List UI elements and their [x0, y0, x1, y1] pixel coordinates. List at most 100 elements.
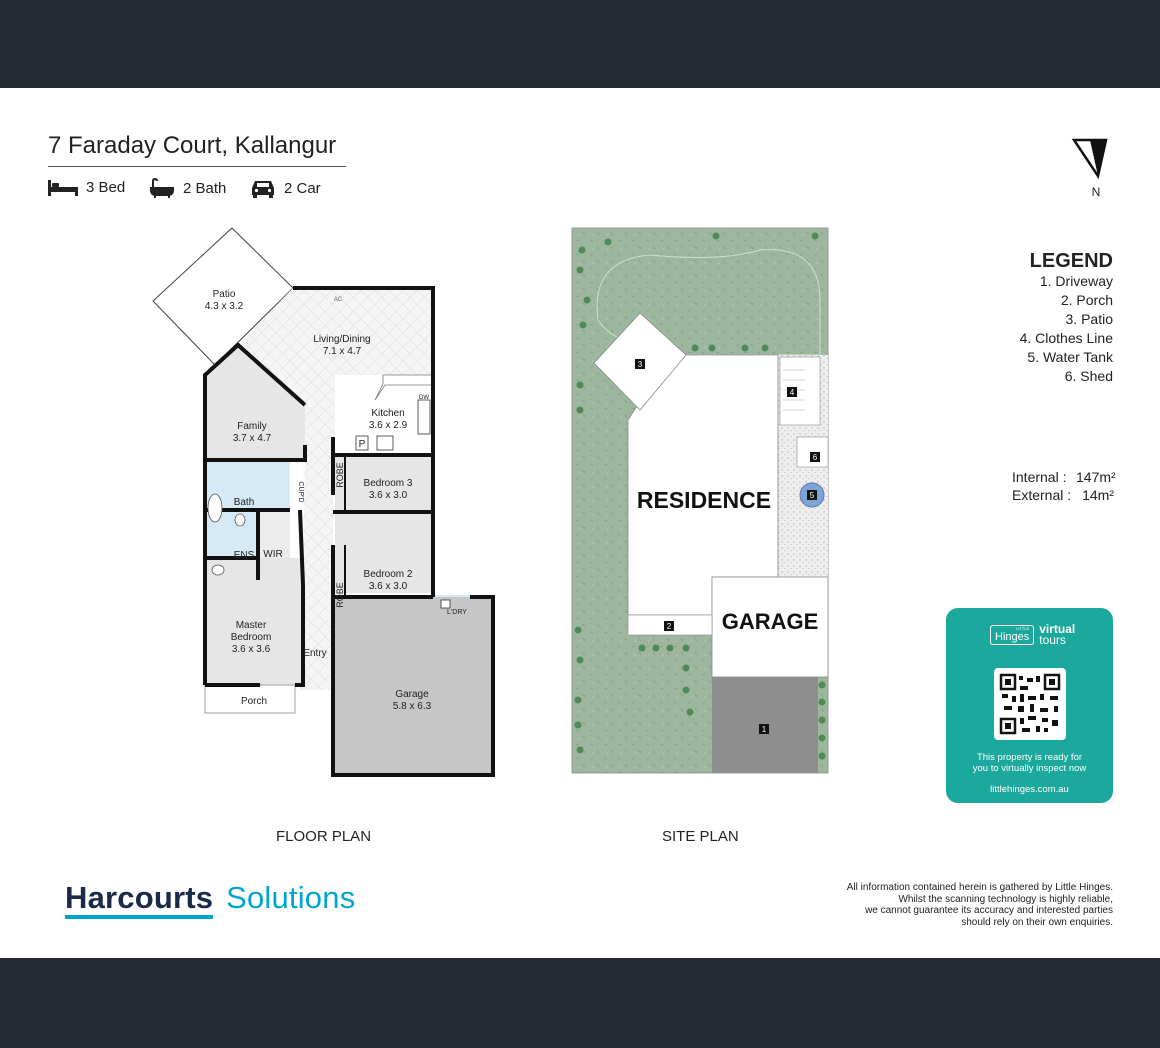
legend-item: 2. Porch	[1060, 292, 1113, 308]
marker-3	[635, 359, 645, 369]
bath-label: Bath	[234, 497, 255, 508]
legend: LEGEND 1. Driveway 2. Porch 3. Patio 4. …	[1020, 250, 1113, 386]
pantry-box	[355, 435, 369, 451]
marker-6-label: 6	[813, 453, 818, 462]
floor-plan-caption: FLOOR PLAN	[276, 828, 372, 845]
garage-room	[333, 597, 493, 775]
toilet-icon	[234, 513, 246, 527]
marker-5	[807, 490, 817, 500]
robe-label-bed3: ROBE	[335, 462, 345, 488]
external-value: 14m²	[1082, 487, 1114, 503]
marker-2-label: 2	[667, 622, 672, 631]
legend-item: 1. Driveway	[1039, 273, 1113, 289]
disclaimer-line: Whilst the scanning technology is highly…	[898, 893, 1113, 905]
entry-label: Entry	[303, 648, 326, 659]
bedroom2-size: 3.6 x 3.0	[369, 581, 408, 592]
shrubs	[574, 232, 826, 760]
residence-label: RESIDENCE	[637, 487, 771, 513]
feature-car: 2 Car	[250, 178, 321, 198]
marker-5-label: 5	[810, 491, 815, 500]
laundry-tub-icon	[440, 599, 451, 609]
tour-line-2: you to virtually inspect now	[972, 763, 1087, 774]
clothes-line-area	[779, 356, 821, 426]
virtual-tour-card[interactable]: LITTLE Hinges virtual tours This propert…	[946, 608, 1113, 803]
site-plan-caption: SITE PLAN	[662, 828, 739, 845]
kitchen-size: 3.6 x 2.9	[369, 420, 408, 431]
disclaimer-line: All information contained herein is gath…	[846, 882, 1113, 893]
tour-line-1: This property is ready for	[976, 752, 1083, 763]
legend-item: 3. Patio	[1065, 311, 1113, 327]
tour-url-link[interactable]: littlehinges.com.au	[990, 784, 1069, 795]
porch-label: Porch	[241, 696, 267, 707]
cooktop-icon	[376, 435, 394, 451]
master-size: 3.6 x 3.6	[232, 644, 271, 655]
ens-label: ENS	[234, 550, 255, 561]
laundry-label: L'DRY	[447, 609, 467, 616]
site-plan: RESIDENCE GARAGE 1 2 3 4 5 6	[571, 227, 829, 774]
ac-label: AC	[334, 297, 343, 303]
property-address: 7 Faraday Court, Kallangur	[48, 132, 337, 159]
feature-bath: 2 Bath	[149, 178, 226, 198]
bathtub-icon	[207, 493, 223, 523]
wir-label: WIR	[263, 549, 282, 560]
bedroom3-label: Bedroom 3	[364, 478, 413, 489]
pantry-label: P	[359, 439, 366, 450]
internal-value: 147m²	[1076, 469, 1116, 485]
walls	[203, 286, 495, 777]
marker-3-label: 3	[638, 360, 643, 369]
car-icon	[252, 181, 274, 198]
bedroom2-label: Bedroom 2	[364, 569, 413, 580]
kitchen-label: Kitchen	[371, 408, 404, 419]
brand-small: LITTLE	[1016, 626, 1030, 631]
brand-name: Hinges	[995, 631, 1030, 643]
family-size: 3.7 x 4.7	[233, 433, 272, 444]
qr-code[interactable]	[994, 668, 1066, 740]
north-compass-icon: N	[1071, 138, 1108, 199]
family-label: Family	[237, 421, 266, 432]
patio-label: Patio	[213, 289, 236, 300]
family-room	[205, 345, 305, 460]
title-divider	[48, 166, 346, 167]
bedroom-3	[335, 455, 433, 511]
bed-icon	[48, 180, 78, 196]
top-band	[0, 0, 1160, 88]
living-size: 7.1 x 4.7	[323, 346, 362, 357]
disclaimer: All information contained herein is gath…	[847, 882, 1113, 928]
legend-item: 4. Clothes Line	[1019, 330, 1113, 346]
external-label: External :	[1012, 487, 1072, 503]
patio-size: 4.3 x 3.2	[205, 301, 244, 312]
brand-bold: Harcourts	[65, 880, 214, 919]
feature-bed: 3 Bed	[48, 178, 125, 196]
marker-1	[759, 724, 769, 734]
bedroom3-size: 3.6 x 3.0	[369, 490, 408, 501]
disclaimer-line: should rely on their own enquiries.	[961, 916, 1113, 928]
dishwasher-label: DW	[419, 395, 429, 401]
virtual-label: virtual	[1039, 622, 1076, 636]
garage-label: Garage	[395, 689, 429, 700]
floor-plan: Patio 4.3 x 3.2 Living/Dining 7.1 x 4.7 …	[152, 227, 495, 777]
wir-room	[258, 511, 290, 558]
marker-2	[664, 621, 674, 631]
legend-item: 5. Water Tank	[1027, 349, 1113, 365]
living-label: Living/Dining	[313, 334, 370, 345]
garage-footprint	[711, 576, 829, 678]
garage-site-label: GARAGE	[722, 609, 819, 634]
marker-6	[810, 452, 820, 462]
bed-count: 3 Bed	[86, 178, 126, 196]
bedroom-2	[335, 513, 433, 593]
bath-icon	[150, 178, 174, 198]
qr-code-icon	[999, 673, 1061, 735]
car-count: 2 Car	[284, 179, 321, 197]
robe-label-bed2: ROBE	[335, 582, 345, 608]
marker-4-label: 4	[790, 388, 795, 397]
marker-1-label: 1	[762, 725, 767, 734]
internal-label: Internal :	[1012, 469, 1067, 485]
cupboard-label: CUP'D	[297, 481, 304, 502]
marker-4	[787, 387, 797, 397]
area-summary: Internal : 147m² External : 14m²	[1012, 468, 1116, 504]
garage-size: 5.8 x 6.3	[393, 701, 432, 712]
porch-area	[204, 684, 296, 714]
legend-title: LEGEND	[1029, 250, 1113, 272]
brand-light: Solutions	[226, 880, 356, 915]
